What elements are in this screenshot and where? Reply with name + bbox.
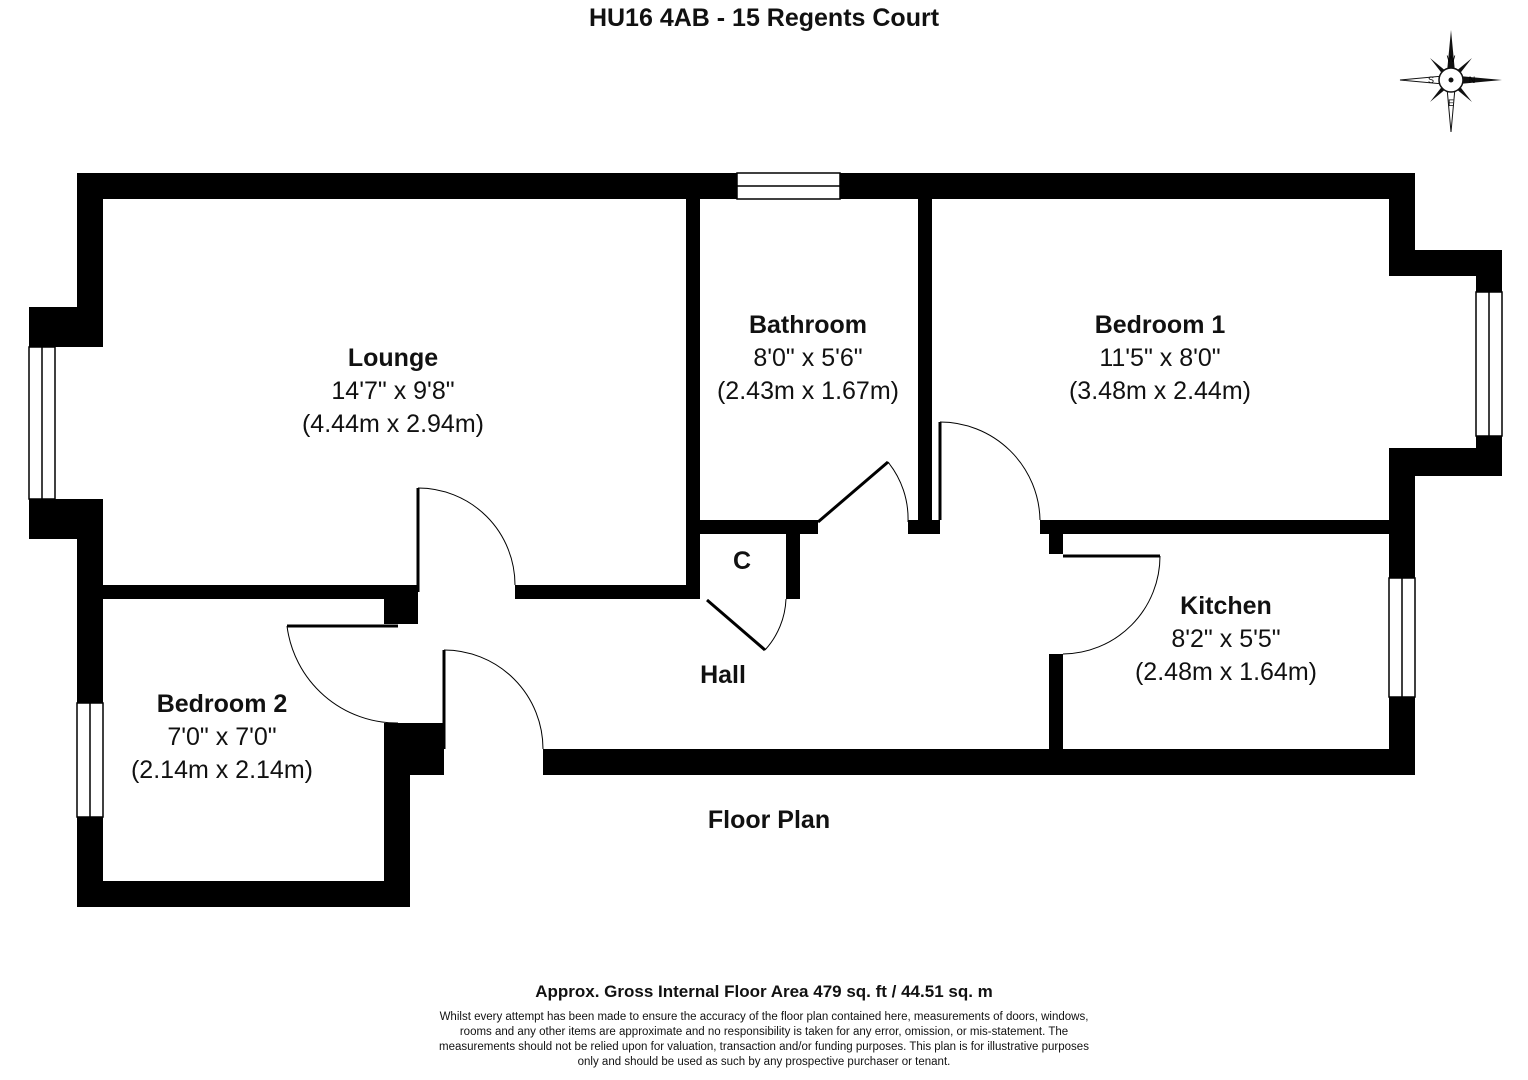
room-bedroom1-metric: (3.48m x 2.44m)	[1069, 377, 1251, 405]
compass-n-label: N	[1469, 75, 1476, 85]
room-bathroom-name: Bathroom	[749, 311, 867, 339]
room-bedroom1-name: Bedroom 1	[1095, 311, 1226, 339]
room-lounge: Lounge 14'7" x 9'8" (4.44m x 2.94m)	[302, 344, 484, 438]
doors	[286, 421, 1161, 750]
room-kitchen-imperial: 8'2" x 5'5"	[1171, 625, 1280, 653]
windows	[28, 172, 1503, 818]
room-kitchen-name: Kitchen	[1180, 592, 1272, 620]
floor-label: Floor Plan	[708, 806, 830, 834]
room-hall-name: Hall	[700, 661, 746, 689]
compass-icon: W E S N	[1399, 30, 1502, 133]
walls	[29, 173, 1502, 907]
compass-e-label: E	[1448, 98, 1454, 108]
room-lounge-metric: (4.44m x 2.94m)	[302, 410, 484, 438]
room-cupboard-name: C	[733, 547, 751, 575]
room-lounge-imperial: 14'7" x 9'8"	[331, 377, 454, 405]
room-bedroom1: Bedroom 1 11'5" x 8'0" (3.48m x 2.44m)	[1069, 311, 1251, 405]
room-kitchen: Kitchen 8'2" x 5'5" (2.48m x 1.64m)	[1135, 592, 1317, 686]
plan-title: HU16 4AB - 15 Regents Court	[588, 4, 940, 32]
room-lounge-name: Lounge	[348, 344, 438, 372]
door-front	[442, 649, 544, 750]
door-bathroom	[817, 460, 909, 524]
compass-w-label: W	[1447, 54, 1456, 64]
room-bedroom2-name: Bedroom 2	[157, 690, 288, 718]
floor-area: Approx. Gross Internal Floor Area 479 sq…	[535, 982, 993, 1001]
compass-s-label: S	[1428, 75, 1434, 85]
disclaimer: Whilst every attempt has been made to en…	[364, 1010, 1164, 1070]
door-bedroom1	[938, 421, 1041, 521]
disclaimer-line: Whilst every attempt has been made to en…	[439, 1011, 1089, 1023]
door-lounge	[416, 487, 516, 592]
disclaimer-line: only and should be used as such by any p…	[577, 1056, 951, 1068]
door-cupboard	[706, 598, 787, 652]
room-kitchen-metric: (2.48m x 1.64m)	[1135, 658, 1317, 686]
room-bathroom-metric: (2.43m x 1.67m)	[717, 377, 899, 405]
room-bathroom-imperial: 8'0" x 5'6"	[753, 344, 862, 372]
room-bedroom1-imperial: 11'5" x 8'0"	[1099, 344, 1220, 372]
room-bedroom2: Bedroom 2 7'0" x 7'0" (2.14m x 2.14m)	[131, 690, 313, 784]
room-bedroom2-imperial: 7'0" x 7'0"	[167, 723, 276, 751]
door-bedroom2	[286, 624, 399, 724]
disclaimer-line: rooms and any other items are approximat…	[459, 1026, 1069, 1038]
door-kitchen	[1062, 554, 1161, 655]
room-bedroom2-metric: (2.14m x 2.14m)	[131, 756, 313, 784]
room-bathroom: Bathroom 8'0" x 5'6" (2.43m x 1.67m)	[717, 311, 899, 405]
disclaimer-line: measurements should not be relied upon f…	[439, 1041, 1089, 1053]
